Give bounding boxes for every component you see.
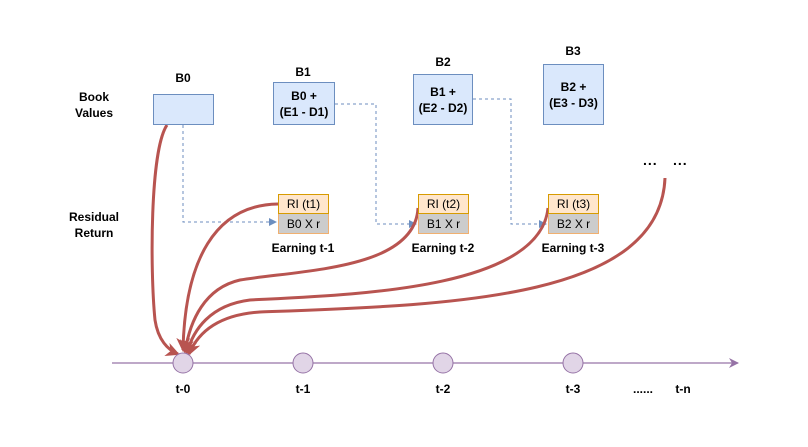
book-formula-line: (E1 - D1) <box>279 104 329 119</box>
timeline-node-t3[interactable] <box>562 352 584 374</box>
book-formula-line: B2 + <box>560 79 587 94</box>
timeline-label-t3: t-3 <box>565 382 581 396</box>
discount-arrow-ri-t1 <box>176 202 279 352</box>
continuation-dots-b: ... <box>673 152 688 168</box>
discount-arrow-ri-t2 <box>179 207 420 354</box>
book-title-b3: B3 <box>565 44 581 58</box>
book-formula-line: B0 + <box>291 88 317 103</box>
row-label-line: Values <box>74 106 114 120</box>
book-box-b2[interactable]: B1 + (E2 - D2) <box>413 74 473 125</box>
ri-box-t2[interactable]: RI (t2) B1 X r <box>418 194 469 234</box>
book-formula-line: B1 + <box>430 84 456 99</box>
book-box-b0[interactable] <box>153 94 214 125</box>
discount-arrow-tn <box>187 177 667 356</box>
row-label-line: Return <box>74 226 114 240</box>
capital-charge: B0 X r <box>278 214 329 234</box>
ri-label: RI (t1) <box>278 194 329 214</box>
book-title-b0: B0 <box>175 71 191 85</box>
earning-caption-t1: Earning t-1 <box>271 241 335 255</box>
timeline-node-t2[interactable] <box>432 352 454 374</box>
ri-label: RI (t2) <box>418 194 469 214</box>
timeline-node-t1[interactable] <box>292 352 314 374</box>
timeline-label-tn: t-n <box>675 382 691 396</box>
ri-box-t3[interactable]: RI (t3) B2 X r <box>548 194 599 234</box>
timeline-label-t2: t-2 <box>435 382 451 396</box>
timeline-ellipsis: ...... <box>632 382 653 396</box>
discount-arrow-b0 <box>150 124 180 357</box>
timeline-label-t0: t-0 <box>175 382 191 396</box>
capital-charge: B1 X r <box>418 214 469 234</box>
book-formula-line: (E3 - D3) <box>549 95 598 110</box>
dashed-connector-b0 <box>182 125 277 226</box>
row-label-book-values: Book Values <box>62 89 126 121</box>
book-box-b1[interactable]: B0 + (E1 - D1) <box>273 82 335 125</box>
dashed-connector-b1 <box>335 103 417 228</box>
book-title-b1: B1 <box>295 65 311 79</box>
row-label-line: Book <box>79 90 109 104</box>
book-title-b2: B2 <box>435 55 451 69</box>
earning-caption-t2: Earning t-2 <box>411 241 475 255</box>
dashed-connector-b2 <box>473 98 547 228</box>
timeline-label-t1: t-1 <box>295 382 311 396</box>
capital-charge: B2 X r <box>548 214 599 234</box>
row-label-line: Residual <box>68 210 119 224</box>
ri-label: RI (t3) <box>548 194 599 214</box>
ri-box-t1[interactable]: RI (t1) B0 X r <box>278 194 329 234</box>
book-box-b3[interactable]: B2 + (E3 - D3) <box>543 64 604 125</box>
earning-caption-t3: Earning t-3 <box>541 241 605 255</box>
timeline-node-t0[interactable] <box>172 352 194 374</box>
book-formula-line: (E2 - D2) <box>418 100 468 115</box>
row-label-residual-return: Residual Return <box>58 209 130 241</box>
continuation-dots-a: ... <box>643 152 658 168</box>
discount-arrow-ri-t3 <box>183 207 550 355</box>
